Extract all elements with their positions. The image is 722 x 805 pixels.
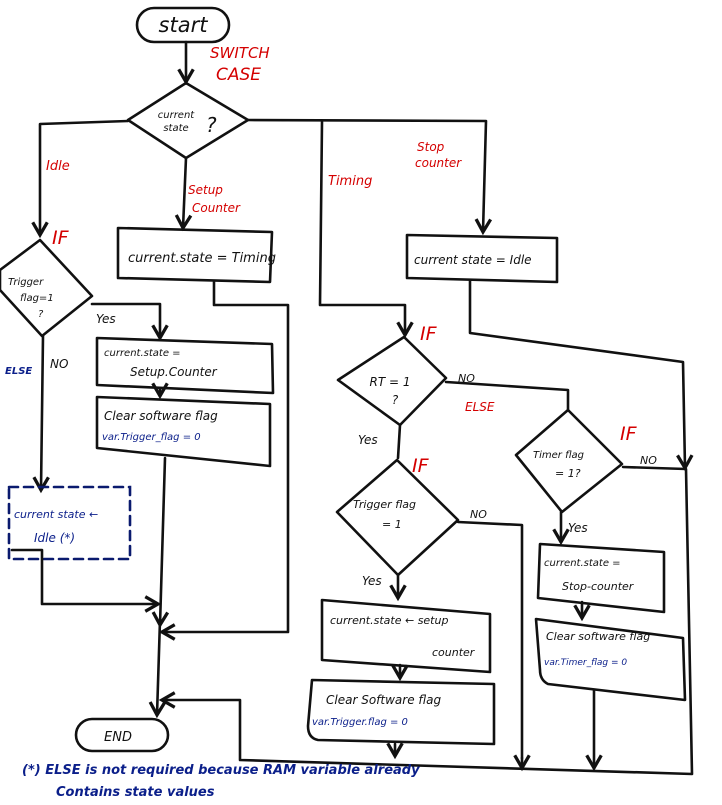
timer-if-label: IF (620, 423, 638, 445)
idle-yes-line (90, 302, 169, 342)
assign-setup-counter-box: current.state = Setup.Counter (95, 336, 275, 395)
clear-timer-flag-box: Clear software flag var.Timer_flag = 0 (534, 617, 687, 702)
rt-yes-line (396, 423, 402, 460)
svg-text:current.state =: current.state = (104, 348, 181, 359)
trigger-no-label: NO (470, 508, 487, 521)
footnote-line-1: (*) ELSE is not required because RAM var… (22, 763, 420, 778)
trigger-flag-decision: Trigger flag=1 ? (0, 238, 94, 338)
end-arrow (148, 618, 167, 719)
timer-yes-label: Yes (568, 521, 588, 535)
switch-label: SWITCH (210, 44, 270, 62)
rt-no-label: NO (458, 372, 475, 385)
svg-text:RT = 1: RT = 1 (370, 375, 411, 389)
svg-text:var.Timer_flag = 0: var.Timer_flag = 0 (544, 658, 627, 668)
rt-if-label: IF (420, 323, 438, 345)
svg-text:Clear software flag: Clear software flag (546, 630, 650, 643)
timer-flag-decision: Timer flag = 1? (514, 408, 624, 514)
idle-merge-line (151, 456, 170, 629)
svg-text:current.state ← setup: current.state ← setup (330, 614, 448, 627)
case-label: CASE (216, 65, 261, 85)
footnote-line-2: Contains state values (56, 785, 215, 800)
idle-no-line (32, 334, 50, 494)
start-label: start (159, 13, 209, 37)
clear-trigger-flag-box-timing: Clear Software flag var.Trigger.flag = 0 (306, 678, 496, 746)
svg-text:current state ←: current state ← (14, 508, 98, 521)
svg-text:state: state (163, 123, 188, 134)
timer-no-line (158, 465, 694, 776)
svg-text:Setup.Counter: Setup.Counter (130, 365, 218, 379)
idle-if-label: IF (52, 227, 70, 249)
stop-case-line (246, 118, 493, 236)
start-terminal: start (135, 6, 231, 44)
rt-else-label: ELSE (465, 400, 495, 414)
svg-text:current.state =: current.state = (544, 558, 621, 569)
svg-text:Trigger flag: Trigger flag (353, 498, 416, 511)
assign-stop-counter-box: current.state = Stop-counter (536, 542, 666, 614)
svg-text:= 1?: = 1? (555, 467, 581, 480)
assign-setup-box-timing: current.state ← setup counter (320, 598, 492, 674)
idle-yes-label: Yes (96, 312, 116, 326)
idle-else-label: ELSE (5, 366, 32, 377)
trigger-flag-timing-decision: Trigger flag = 1 (335, 458, 460, 577)
else-merge-line (10, 548, 162, 613)
svg-text:Clear Software flag: Clear Software flag (326, 693, 441, 707)
trigger-if-label: IF (412, 455, 430, 477)
svg-text:flag=1: flag=1 (20, 293, 54, 304)
svg-text:?: ? (206, 113, 217, 137)
assign-timing-box: current.state = Timing (116, 226, 276, 284)
case-stop-label-2: counter (415, 156, 462, 170)
setup-merge-line (158, 280, 290, 641)
svg-text:current: current (158, 110, 196, 121)
svg-text:?: ? (392, 393, 399, 407)
svg-text:Trigger: Trigger (8, 277, 44, 288)
case-idle-label: Idle (46, 159, 70, 174)
current-state-decision: current state ? (126, 81, 250, 160)
svg-text:Stop-counter: Stop-counter (562, 580, 635, 593)
svg-text:counter: counter (432, 646, 476, 659)
case-setup-label-2: Counter (192, 201, 241, 215)
svg-text:= 1: = 1 (382, 518, 402, 531)
clear-trigger-flag-box: Clear software flag var.Trigger_flag = 0 (95, 395, 272, 468)
svg-text:Timer flag: Timer flag (533, 450, 584, 461)
svg-text:Clear software flag: Clear software flag (104, 409, 218, 423)
case-timing-label: Timing (328, 174, 372, 189)
trigger-no-line (456, 520, 524, 760)
timing-case-line (318, 120, 414, 339)
rt-yes-label: Yes (358, 433, 378, 447)
idle-no-label: NO (50, 357, 68, 371)
svg-text:var.Trigger_flag = 0: var.Trigger_flag = 0 (102, 432, 201, 443)
stop-exit-line (468, 278, 694, 472)
svg-text:current state = Idle: current state = Idle (414, 253, 532, 267)
case-setup-label-1: Setup (188, 183, 223, 197)
trigger-yes-label: Yes (362, 574, 382, 588)
rt-no-line (444, 380, 570, 412)
idle-case-line (31, 119, 130, 239)
svg-text:current.state = Timing: current.state = Timing (128, 251, 276, 266)
else-idle-box: current state ← Idle (*) (7, 485, 132, 561)
assign-idle-box: current state = Idle (405, 233, 559, 284)
end-terminal: END (74, 717, 170, 753)
case-stop-label-1: Stop (417, 140, 445, 154)
svg-text:Idle (*): Idle (*) (34, 531, 75, 545)
setup-case-line (174, 156, 193, 232)
timer-no-label: NO (640, 454, 657, 467)
rt-decision: RT = 1 ? (336, 335, 448, 427)
svg-text:var.Trigger.flag = 0: var.Trigger.flag = 0 (312, 717, 408, 728)
svg-text:?: ? (38, 309, 44, 320)
end-label: END (104, 730, 132, 745)
